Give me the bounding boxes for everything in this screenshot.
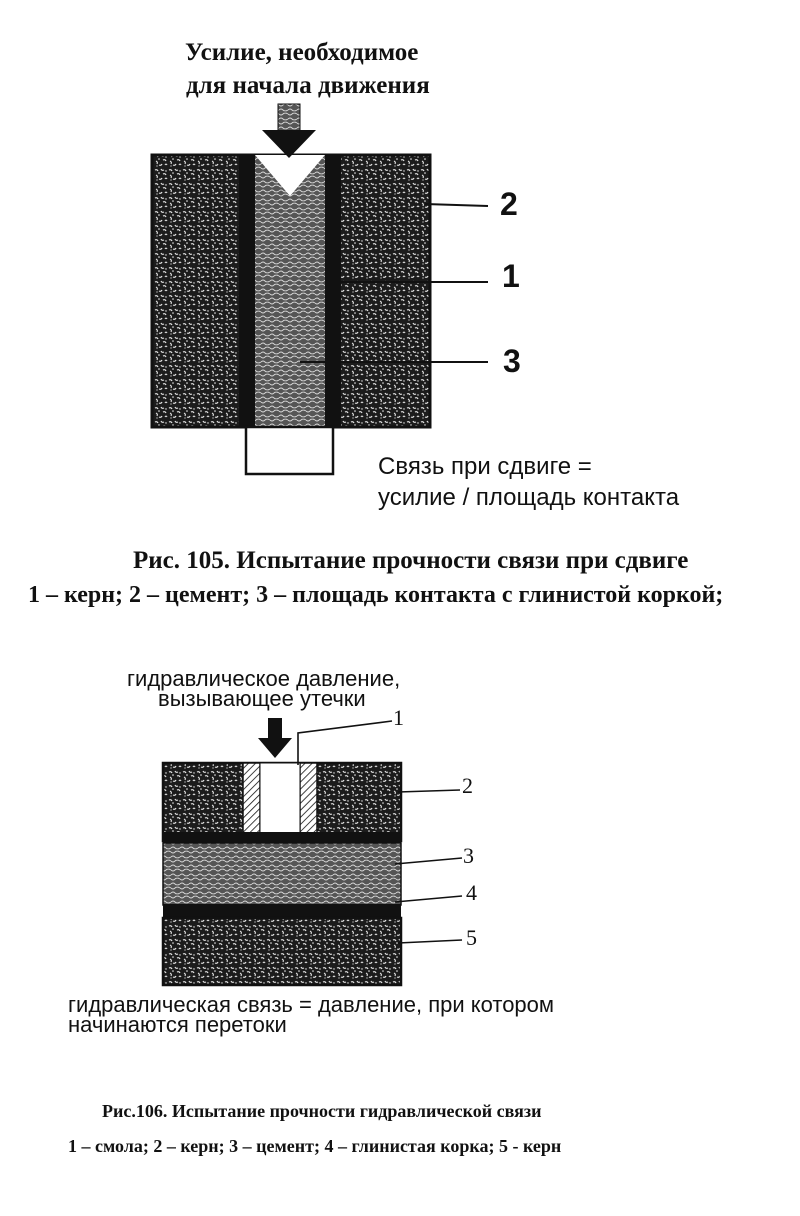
fig106-label-5: 5 [466, 925, 477, 950]
fig105-cement-plug [255, 155, 325, 427]
fig105-force-label-line1: Усилие, необходимое [185, 39, 419, 66]
fig106-pressure-label-line1: гидравлическое давление, [127, 666, 401, 691]
fig106-formula-line1: гидравлическая связь = давление, при кот… [68, 992, 555, 1017]
fig105-label-3: 3 [503, 343, 521, 379]
fig106-formula-line2: начинаются перетоки [68, 1012, 287, 1037]
fig105-right-bar [325, 155, 341, 427]
fig106-leader-1 [297, 720, 393, 765]
fig106-label-2: 2 [462, 773, 473, 798]
fig106-label-1: 1 [393, 705, 404, 730]
fig106-label-4: 4 [466, 880, 477, 905]
fig105-formula-line1: Связь при сдвиге = [378, 453, 592, 480]
fig106-arrow-head [258, 738, 292, 758]
fig105-label-1: 1 [502, 258, 520, 294]
fig105-caption-title: Рис. 105. Испытание прочности связи при … [133, 547, 689, 574]
fig105-leader-2 [424, 203, 489, 207]
fig106-caption-title: Рис.106. Испытание прочности гидравличес… [102, 1101, 542, 1121]
fig106-cement-band [162, 842, 402, 906]
fig106-leader-2 [397, 789, 461, 793]
fig106-resin-right [299, 762, 318, 836]
fig105-bottom-box [244, 425, 335, 476]
fig106-bottom-core [161, 916, 403, 987]
fig105-left-bar [239, 155, 255, 427]
fig106-leader-3 [394, 857, 463, 865]
fig106-label-3: 3 [463, 843, 474, 868]
fig105-notch [255, 155, 325, 196]
fig106-arrow-shaft [268, 718, 282, 740]
fig105-caption-legend: 1 – керн; 2 – цемент; 3 – площадь контак… [28, 582, 724, 608]
fig105-label-2: 2 [500, 186, 518, 222]
figure-105-diagram [150, 103, 489, 476]
fig105-arrow-head [262, 130, 316, 158]
fig106-caption-legend: 1 – смола; 2 – керн; 3 – цемент; 4 – гли… [68, 1136, 562, 1156]
fig106-filter-cake [163, 904, 401, 918]
fig106-leader-4 [394, 895, 463, 903]
fig105-force-label-line2: для начала движения [186, 72, 430, 99]
fig106-pressure-label-line2: вызывающее утечки [158, 686, 366, 711]
fig106-leader-5 [397, 939, 463, 944]
fig106-separator-top [163, 832, 401, 843]
fig106-channel [259, 762, 301, 836]
fig106-resin-left [242, 762, 261, 836]
figure-106-diagram [161, 718, 463, 987]
fig105-formula-line2: усилие / площадь контакта [378, 484, 680, 511]
